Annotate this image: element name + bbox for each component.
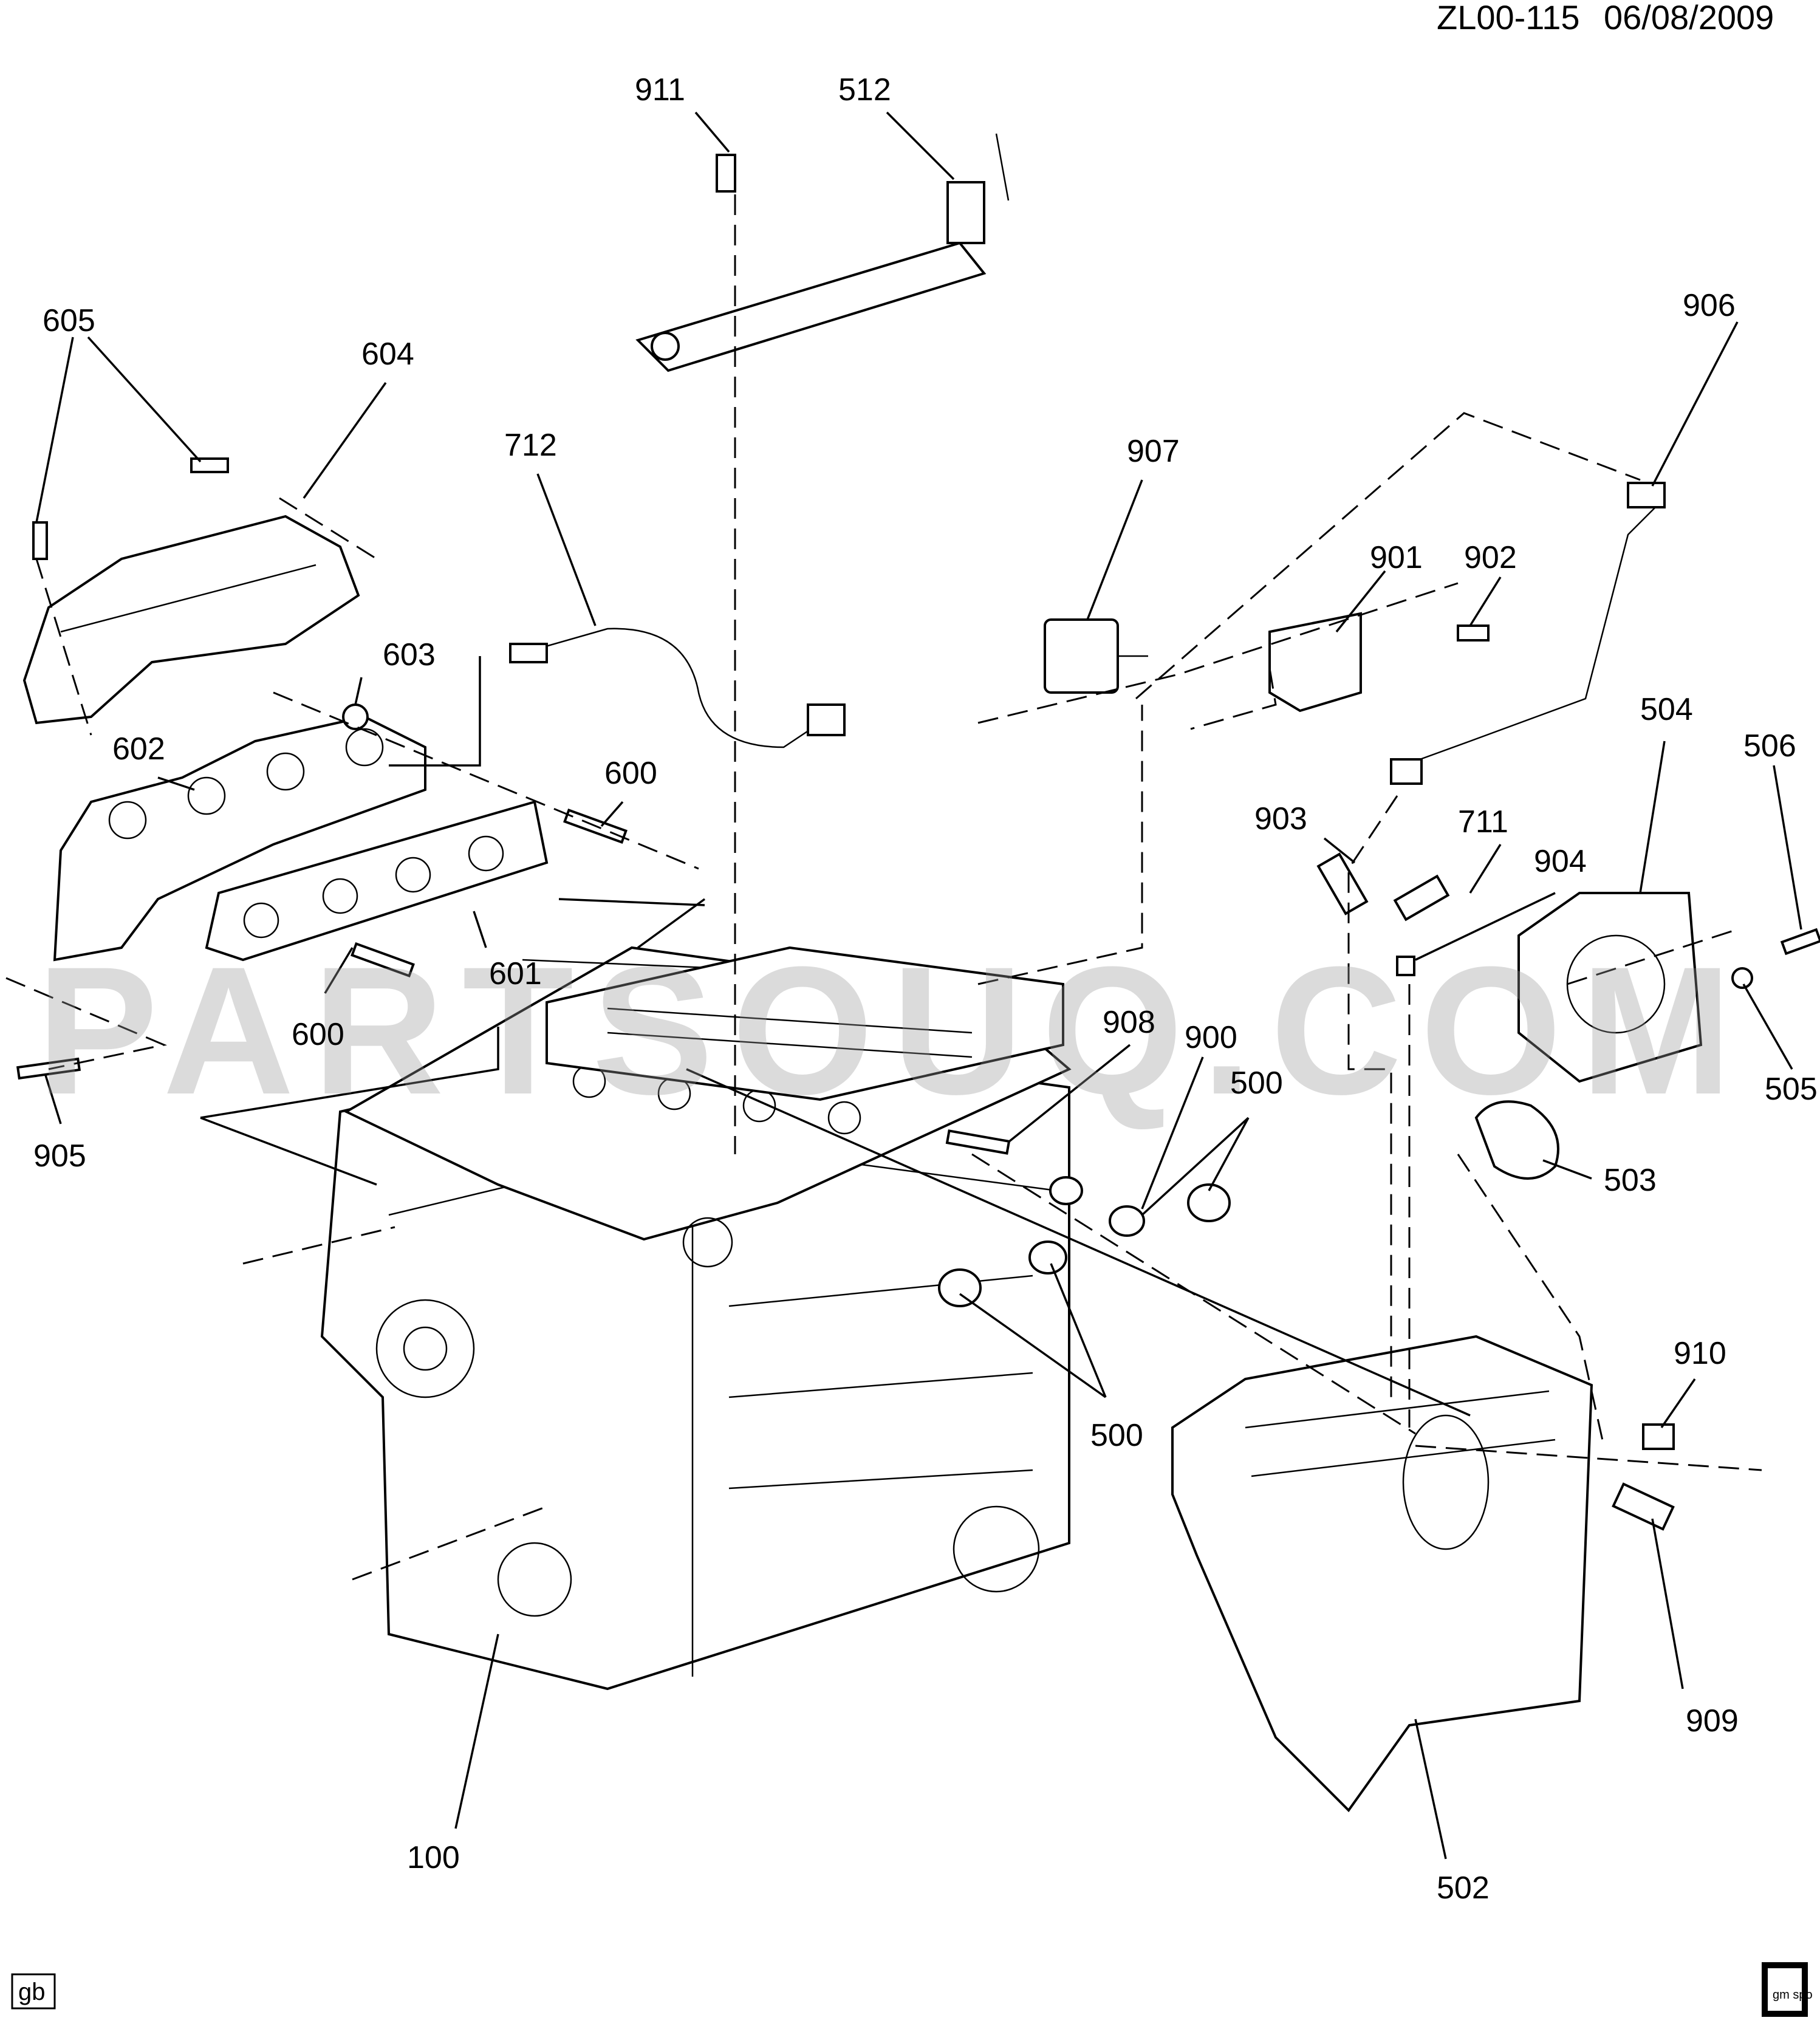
gm-spo-logo-text: gm spo	[1773, 1988, 1813, 2002]
gb-badge: gb	[11, 1973, 56, 2010]
callout-603: 603	[383, 637, 436, 672]
callout-504: 504	[1640, 692, 1693, 727]
callout-600-upper: 600	[604, 756, 657, 791]
callout-602: 602	[112, 731, 165, 767]
watermark: PARTSOUQ.COM	[36, 928, 1750, 1132]
callout-904: 904	[1534, 844, 1587, 879]
callout-909: 909	[1686, 1703, 1739, 1739]
callout-711: 711	[1458, 804, 1508, 840]
callout-500-lower: 500	[1090, 1418, 1143, 1453]
bracket-illustration	[1268, 612, 1362, 713]
callout-908: 908	[1103, 1005, 1155, 1040]
gb-badge-text: gb	[18, 1979, 46, 2005]
callout-600-lower: 600	[292, 1017, 344, 1052]
callout-505: 505	[1765, 1072, 1818, 1107]
vacuum-pipe-illustration	[1390, 482, 1666, 785]
callout-601: 601	[489, 956, 542, 991]
callout-labels: 911 512 605 604 712 603 602 600 601 600 …	[33, 72, 1818, 1906]
manifold-gasket-illustration	[205, 800, 549, 962]
callout-605: 605	[43, 303, 95, 338]
heat-shield-illustration	[22, 515, 360, 725]
alignment-lines	[5, 194, 1762, 1581]
callout-906: 906	[1683, 288, 1736, 323]
cam-housing-illustration	[546, 946, 1064, 1101]
callout-910: 910	[1674, 1336, 1726, 1371]
callout-500-upper: 500	[1230, 1066, 1283, 1101]
gm-spo-logo: gm spo	[1762, 1962, 1813, 2017]
callout-506: 506	[1743, 728, 1796, 764]
oxygen-sensor-illustration	[509, 628, 846, 748]
callout-902: 902	[1464, 540, 1517, 575]
leader-lines	[35, 111, 1802, 1860]
callout-512: 512	[838, 72, 891, 108]
callout-503: 503	[1604, 1163, 1657, 1198]
callout-502: 502	[1437, 1870, 1490, 1906]
callout-901: 901	[1370, 540, 1423, 575]
purge-solenoid-illustration	[1044, 618, 1148, 694]
callout-900: 900	[1185, 1020, 1237, 1055]
seal-rings-illustration	[938, 1176, 1231, 1307]
diagram-date: 06/08/2009	[1604, 0, 1774, 36]
callout-907: 907	[1127, 434, 1180, 469]
throttle-gasket-illustration	[1474, 1100, 1559, 1180]
intake-manifold-illustration	[1171, 1335, 1593, 1813]
callout-100: 100	[407, 1840, 460, 1875]
callout-903: 903	[1254, 801, 1307, 837]
fuel-rail-illustration	[635, 133, 1010, 372]
callout-712: 712	[504, 428, 557, 463]
callout-604: 604	[361, 337, 414, 372]
diagram-code: ZL00-115	[1437, 0, 1580, 36]
engine-block-illustration	[320, 1031, 1070, 1691]
callout-905: 905	[33, 1138, 86, 1174]
callout-911: 911	[635, 72, 685, 108]
